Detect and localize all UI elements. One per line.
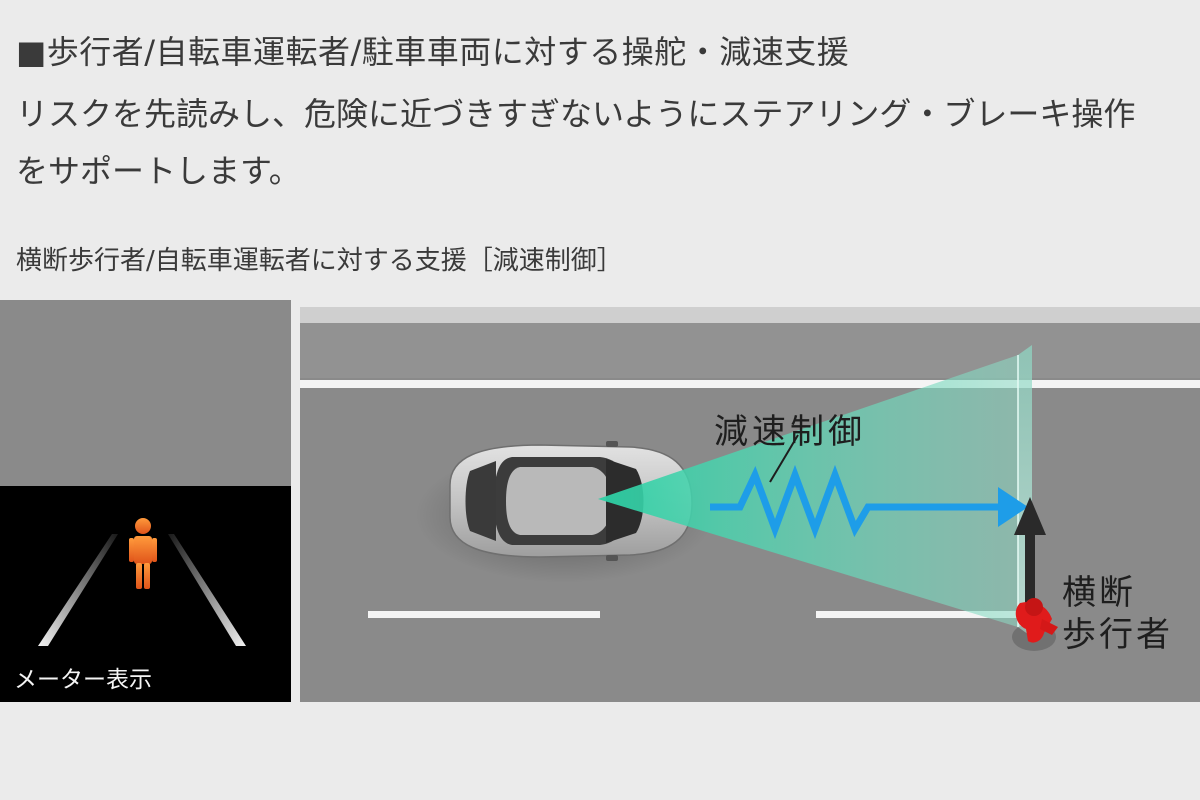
- lane-line-top: [300, 380, 1200, 388]
- page-title: ■歩行者/自転車運転者/駐車車両に対する操舵・減速支援: [16, 33, 850, 71]
- lane-dash-1: [368, 611, 600, 618]
- deceleration-spring: [710, 464, 1000, 540]
- meter-road-view: [38, 518, 246, 646]
- decel-leader-line: [769, 434, 799, 483]
- diagram-caption: 横断歩行者/自転車運転者に対する支援［減速制御］: [16, 246, 623, 276]
- description-line-2: をサポートします。: [16, 152, 301, 190]
- crossing-pedestrian-label-line-2: 歩行者: [1062, 615, 1173, 655]
- meter-lane-left: [38, 534, 118, 646]
- arrow-right-icon: [998, 487, 1028, 527]
- deceleration-label: 減速制御: [714, 412, 866, 452]
- arrow-up-icon: [1014, 497, 1046, 535]
- meter-lane-right: [168, 534, 246, 646]
- crossing-pedestrian-label: 横断 歩行者: [1062, 572, 1173, 656]
- description-line-1: リスクを先読みし、危険に近づきすぎないようにステアリング・ブレーキ操作: [16, 95, 1136, 133]
- crossing-pedestrian-label-line-1: 横断: [1062, 573, 1136, 613]
- meter-display-panel: メーター表示: [0, 300, 291, 702]
- pedestrian-icon: [1012, 598, 1058, 651]
- road-diagram: [300, 307, 1200, 702]
- meter-top-area: [0, 300, 291, 486]
- pedestrian-icon: [129, 518, 157, 589]
- detection-area: [598, 355, 1018, 627]
- description: リスクを先読みし、危険に近づきすぎないようにステアリング・ブレーキ操作 をサポー…: [16, 86, 1196, 200]
- car-icon: [449, 441, 693, 561]
- upper-lane: [300, 323, 1200, 378]
- lane-dash-2: [816, 611, 1026, 618]
- sidewalk-edge: [300, 307, 1200, 323]
- meter-label: メーター表示: [14, 667, 152, 693]
- road-illustration: [300, 307, 1200, 702]
